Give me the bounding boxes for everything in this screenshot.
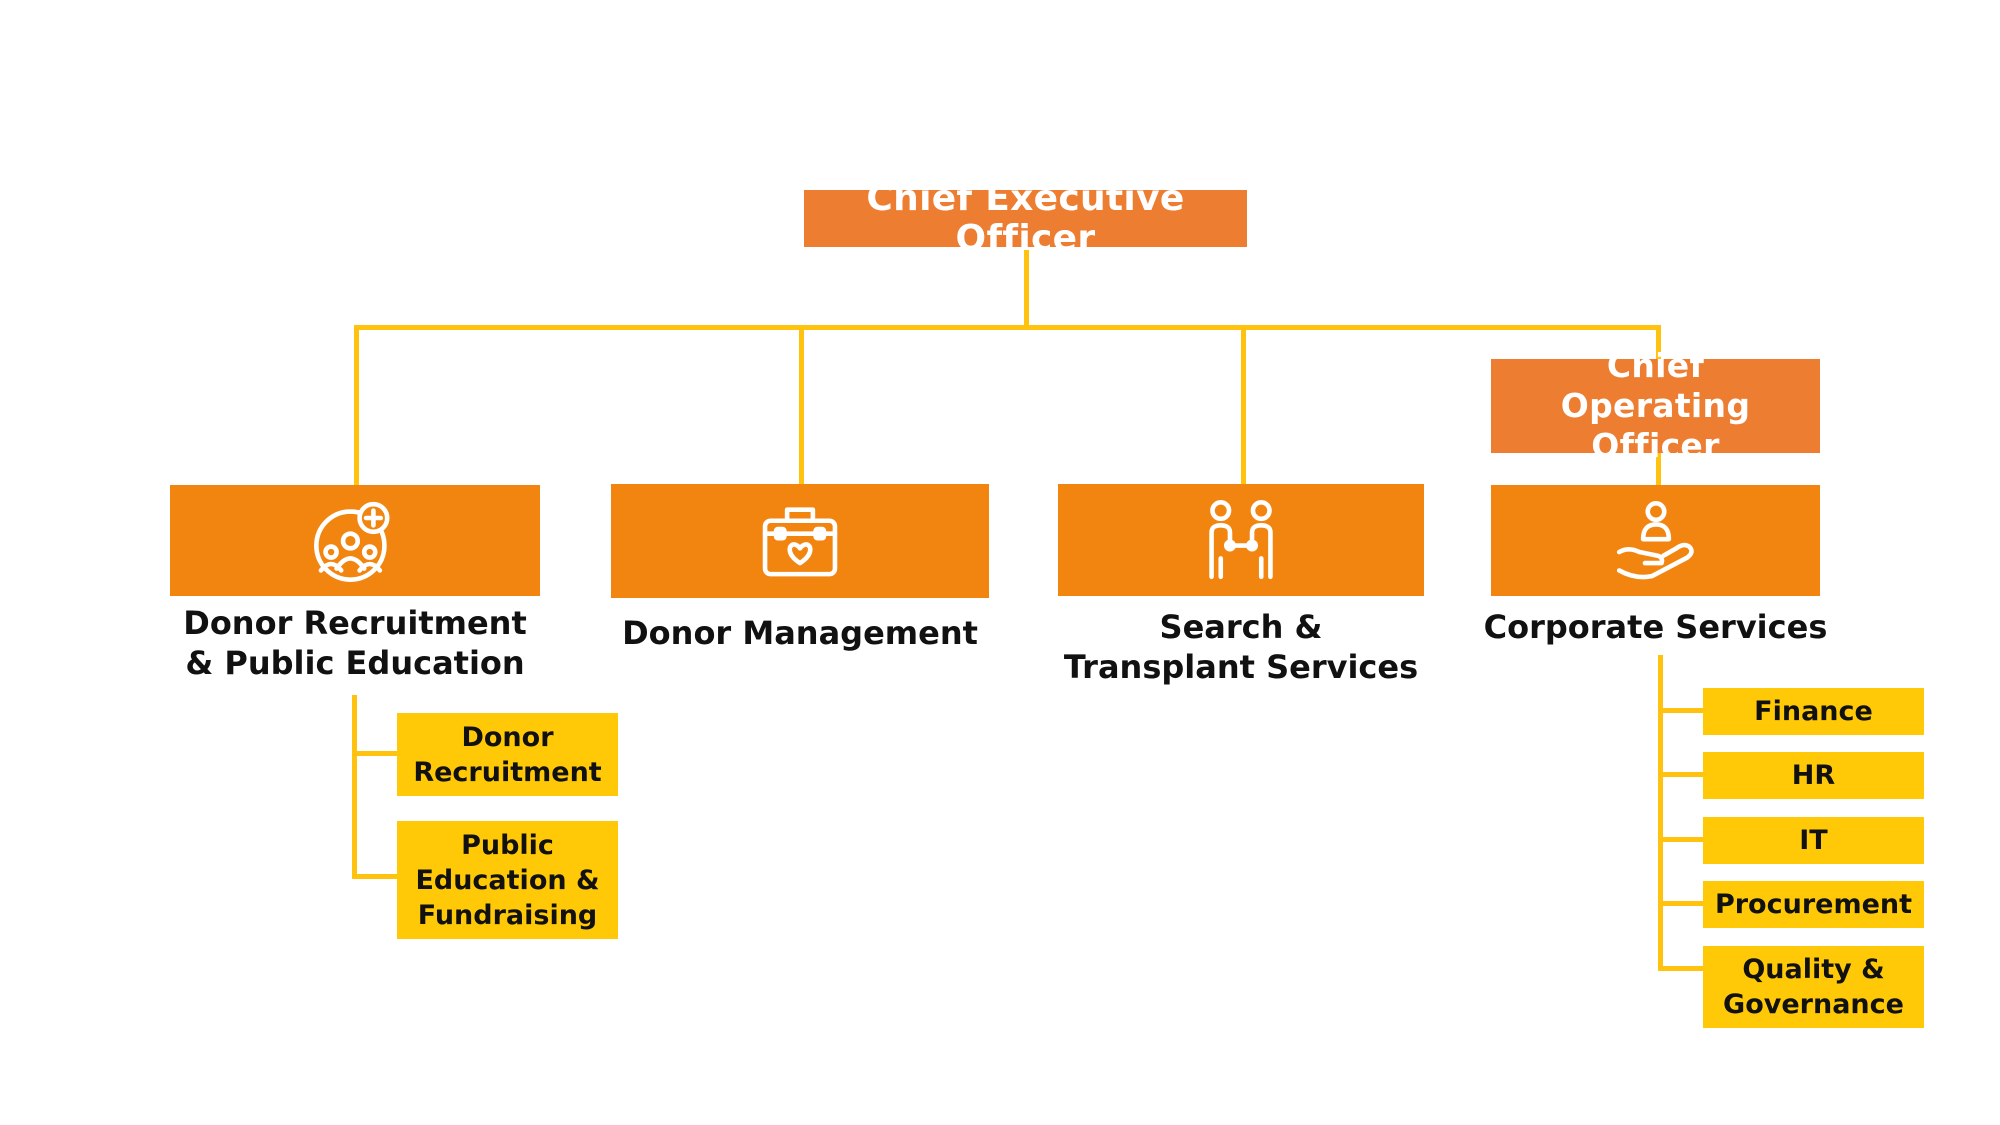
corporate-branch-4 [1658, 901, 1703, 906]
drop-line-donor-management [799, 325, 804, 487]
department-label-donor-recruitment: Donor Recruitment & Public Education [183, 604, 527, 682]
unit-finance: Finance [1703, 688, 1924, 735]
drop-line-donor-recruitment [354, 325, 359, 487]
department-box-corporate-services [1491, 485, 1820, 596]
unit-donor-recruitment: Donor Recruitment [397, 713, 618, 796]
unit-label: Public Education & Fundraising [415, 829, 600, 931]
unit-label: Quality & Governance [1723, 954, 1904, 1020]
chief-operating-officer-box: Chief Operating Officer [1491, 346, 1820, 465]
corporate-branch-3 [1658, 837, 1703, 842]
department-box-donor-management [611, 484, 989, 598]
two-people-connect-icon [1209, 499, 1273, 580]
medical-kit-heart-icon [762, 507, 838, 577]
drop-line-search-transplant [1241, 325, 1246, 487]
unit-quality-governance: Quality & Governance [1703, 946, 1924, 1028]
community-plus-icon [314, 501, 390, 582]
unit-label: Finance [1754, 696, 1873, 727]
chief-executive-officer-label: Chief Executive Officer [866, 177, 1185, 259]
ceo-stem-line [1024, 250, 1029, 328]
corporate-branch-1 [1658, 708, 1703, 713]
department-label-search-transplant: Search & Transplant Services [1063, 608, 1419, 686]
donor-recruitment-units-trunk [352, 695, 357, 879]
corporate-branch-5 [1658, 966, 1703, 971]
unit-label: IT [1799, 825, 1828, 856]
unit-label: Donor Recruitment [413, 721, 602, 788]
coo-to-corporate-line [1656, 452, 1661, 487]
drop-line-coo [1656, 325, 1661, 360]
department-label-donor-management: Donor Management [622, 614, 978, 652]
top-horizontal-line [354, 325, 1661, 330]
donor-recruitment-branch-2 [352, 874, 397, 879]
unit-label: Procurement [1714, 889, 1913, 920]
corporate-branch-2 [1658, 772, 1703, 777]
department-label-corporate-services: Corporate Services [1483, 608, 1828, 646]
department-box-donor-recruitment [170, 485, 540, 596]
chief-operating-officer-label: Chief Operating Officer [1560, 346, 1751, 465]
unit-it: IT [1703, 817, 1924, 864]
chief-executive-officer-box: Chief Executive Officer [804, 178, 1247, 258]
corporate-units-trunk [1658, 655, 1663, 969]
department-box-search-transplant [1058, 484, 1424, 596]
donor-recruitment-branch-1 [352, 751, 397, 756]
unit-procurement: Procurement [1703, 881, 1924, 928]
hand-holding-person-icon [1616, 500, 1694, 579]
unit-public-education-fundraising: Public Education & Fundraising [397, 821, 618, 939]
unit-hr: HR [1703, 752, 1924, 799]
unit-label: HR [1791, 760, 1836, 791]
